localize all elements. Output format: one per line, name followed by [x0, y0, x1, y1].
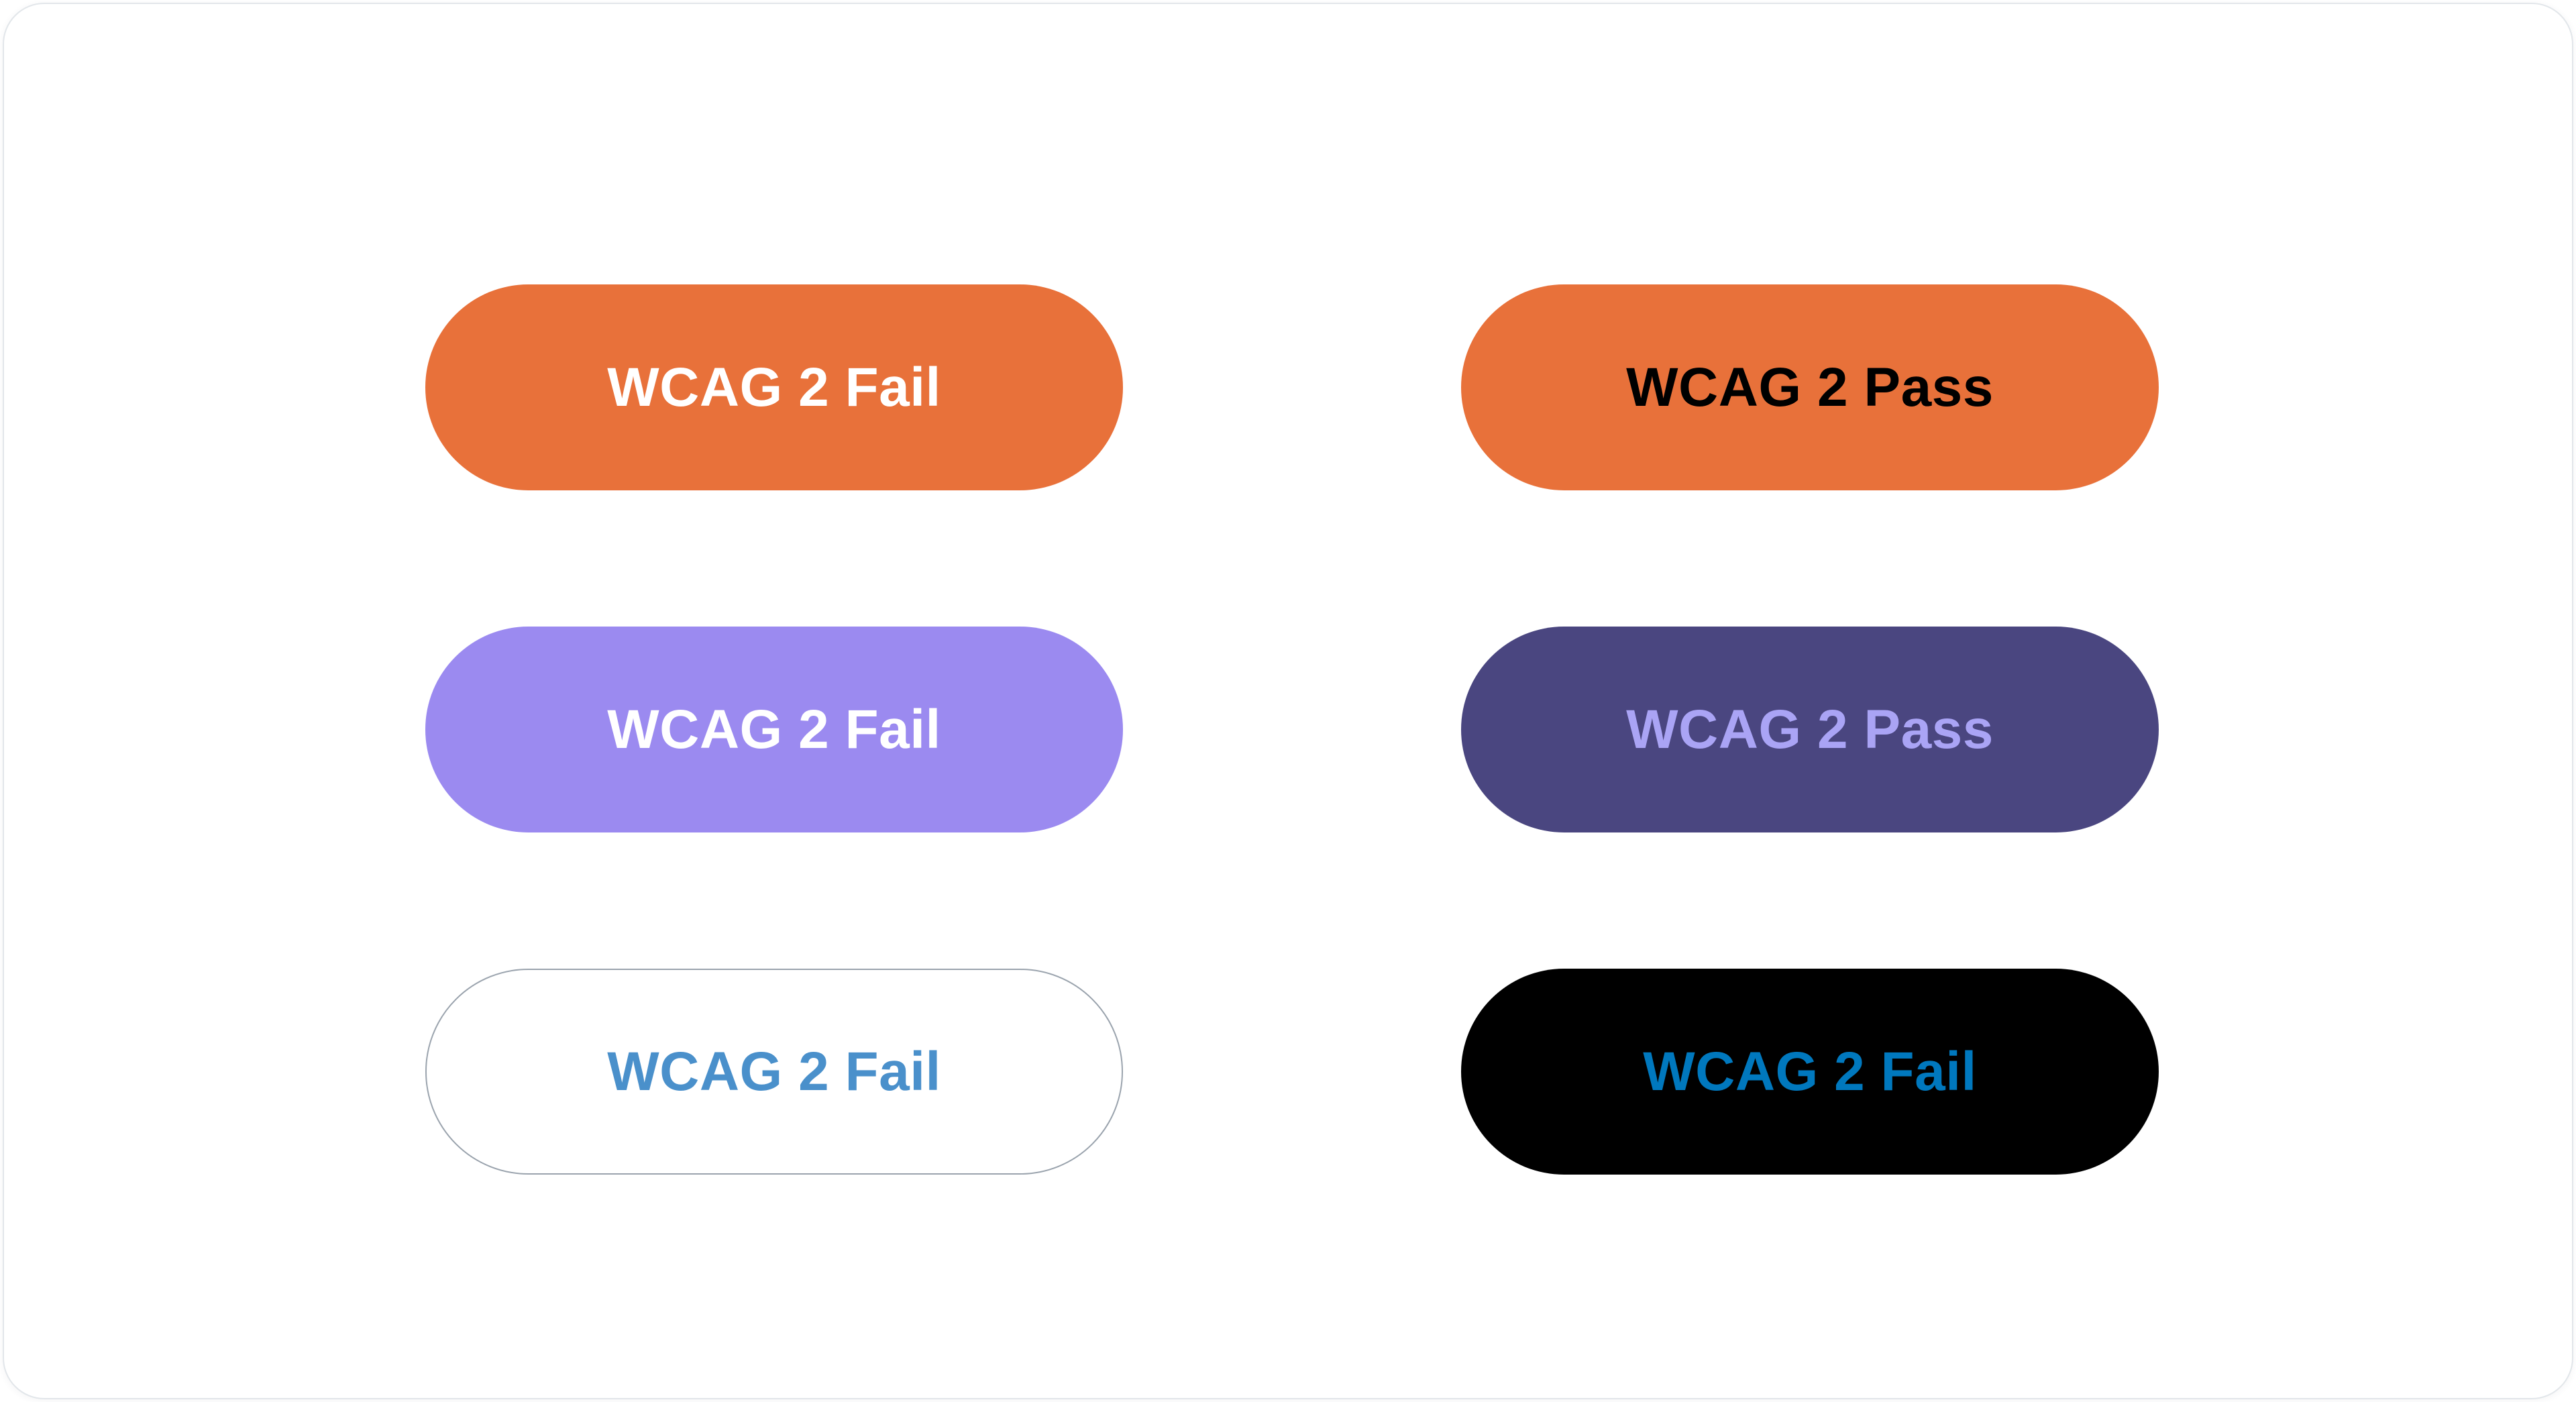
wcag-button-label: WCAG 2 Fail — [607, 698, 941, 760]
button-grid: WCAG 2 Fail WCAG 2 Pass WCAG 2 Fail WCAG… — [425, 284, 2159, 1175]
wcag-button-label: WCAG 2 Fail — [1643, 1040, 1977, 1102]
wcag-button-label: WCAG 2 Pass — [1626, 356, 1994, 418]
card-panel: WCAG 2 Fail WCAG 2 Pass WCAG 2 Fail WCAG… — [3, 3, 2573, 1399]
wcag-button-label: WCAG 2 Pass — [1626, 698, 1994, 760]
wcag-button-light-purple-white-fail[interactable]: WCAG 2 Fail — [425, 627, 1123, 832]
wcag-button-orange-black-pass[interactable]: WCAG 2 Pass — [1461, 284, 2159, 490]
wcag-button-white-blue-fail[interactable]: WCAG 2 Fail — [425, 969, 1123, 1175]
wcag-button-label: WCAG 2 Fail — [607, 1040, 941, 1102]
wcag-button-orange-white-fail[interactable]: WCAG 2 Fail — [425, 284, 1123, 490]
wcag-button-label: WCAG 2 Fail — [607, 356, 941, 418]
wcag-button-black-blue-fail[interactable]: WCAG 2 Fail — [1461, 969, 2159, 1175]
wcag-button-dark-purple-light-pass[interactable]: WCAG 2 Pass — [1461, 627, 2159, 832]
